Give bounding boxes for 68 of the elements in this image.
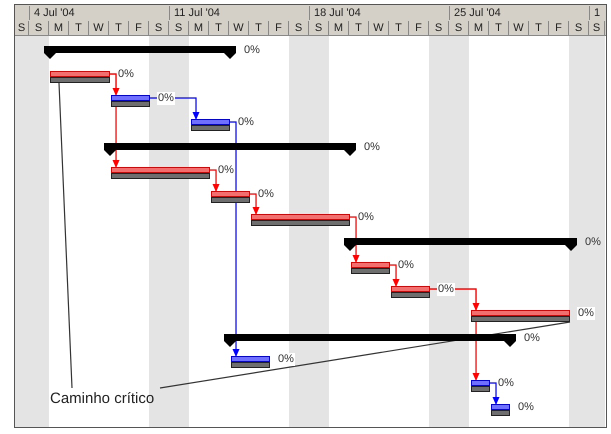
percent-complete-label: 0% bbox=[524, 332, 540, 345]
day-label: S bbox=[429, 21, 449, 35]
day-label: S bbox=[289, 21, 309, 35]
day-label: M bbox=[49, 21, 69, 35]
day-label: W bbox=[509, 21, 529, 35]
day-label: M bbox=[469, 21, 489, 35]
day-label: F bbox=[409, 21, 429, 35]
summary-bar bbox=[344, 238, 577, 251]
day-label: W bbox=[369, 21, 389, 35]
task-bar bbox=[231, 356, 270, 368]
percent-complete-label: 0% bbox=[157, 92, 175, 105]
day-label: F bbox=[549, 21, 569, 35]
task-bar bbox=[111, 95, 150, 107]
week-label: 1 bbox=[589, 6, 600, 20]
leader-line bbox=[58, 82, 73, 388]
day-label: T bbox=[349, 21, 369, 35]
leader-line bbox=[160, 321, 570, 389]
callout-text: Caminho crítico bbox=[50, 388, 168, 410]
summary-bar bbox=[224, 334, 516, 347]
day-label: S bbox=[309, 21, 329, 35]
summary-bar bbox=[104, 143, 356, 156]
percent-complete-label: 0% bbox=[437, 283, 455, 296]
day-label: F bbox=[269, 21, 289, 35]
critical-task-bar bbox=[471, 310, 570, 322]
critical-task-bar bbox=[50, 71, 110, 83]
task-bar bbox=[471, 380, 490, 392]
task-bar bbox=[191, 119, 230, 131]
dependency-arrow bbox=[390, 264, 400, 287]
day-label: T bbox=[109, 21, 129, 35]
day-label: S bbox=[15, 21, 29, 35]
day-label: F bbox=[129, 21, 149, 35]
critical-task-bar bbox=[351, 262, 390, 274]
summary-bar bbox=[44, 46, 236, 59]
task-bar bbox=[491, 404, 510, 416]
day-label: S bbox=[449, 21, 469, 35]
week-label: 25 Jul '04 bbox=[449, 6, 501, 20]
critical-task-bar bbox=[111, 167, 210, 179]
day-label: S bbox=[149, 21, 169, 35]
day-label: M bbox=[189, 21, 209, 35]
dependency-arrow bbox=[350, 216, 360, 263]
percent-complete-label: 0% bbox=[577, 307, 595, 320]
day-label: T bbox=[69, 21, 89, 35]
percent-complete-label: 0% bbox=[585, 236, 601, 249]
day-label: W bbox=[89, 21, 109, 35]
day-label: S bbox=[169, 21, 189, 35]
day-label: T bbox=[249, 21, 269, 35]
day-label: W bbox=[229, 21, 249, 35]
week-label: 18 Jul '04 bbox=[309, 6, 361, 20]
day-label: T bbox=[529, 21, 549, 35]
dependency-arrow bbox=[210, 169, 220, 192]
day-label: T bbox=[389, 21, 409, 35]
week-label: 11 Jul '04 bbox=[169, 6, 220, 20]
day-label: T bbox=[489, 21, 509, 35]
critical-task-bar bbox=[391, 286, 430, 298]
percent-complete-label: 0% bbox=[244, 44, 260, 57]
dependency-arrow bbox=[250, 193, 260, 215]
day-label: T bbox=[209, 21, 229, 35]
critical-task-bar bbox=[211, 191, 250, 203]
dependency-arrow bbox=[230, 121, 240, 357]
dependency-arrow bbox=[490, 382, 500, 405]
day-label: M bbox=[329, 21, 349, 35]
day-label: S bbox=[589, 21, 605, 35]
percent-complete-label: 0% bbox=[277, 353, 295, 366]
week-label: 4 Jul '04 bbox=[29, 6, 75, 20]
critical-task-bar bbox=[251, 214, 350, 226]
day-label: S bbox=[29, 21, 49, 35]
day-label: S bbox=[569, 21, 589, 35]
percent-complete-label: 0% bbox=[364, 141, 380, 154]
